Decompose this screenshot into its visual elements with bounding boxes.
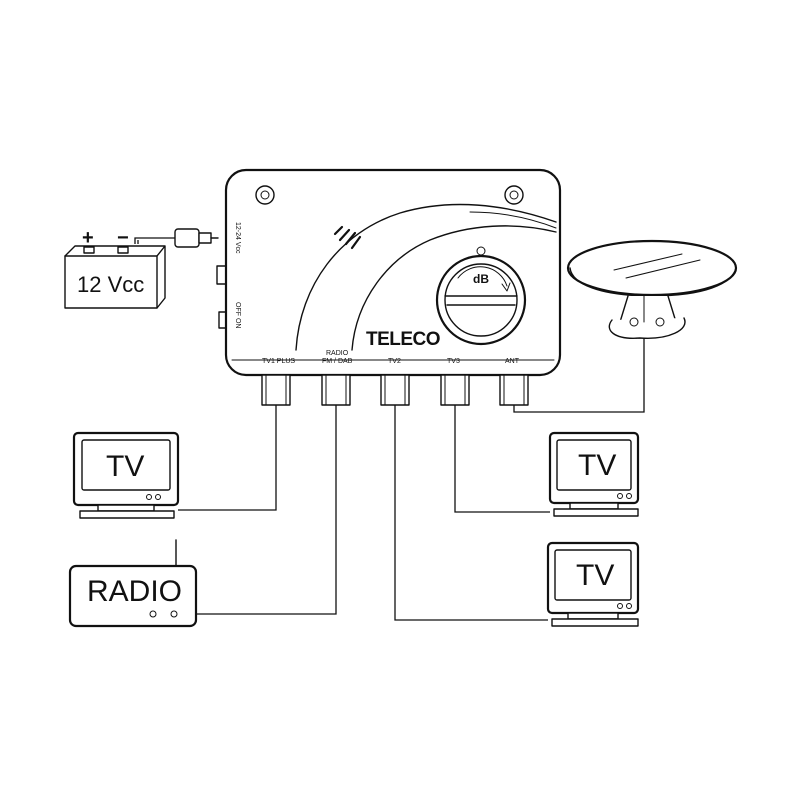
antenna-mount	[619, 295, 677, 323]
power-plug-icon	[174, 228, 219, 248]
screw-icon	[255, 185, 275, 205]
amplifier-unit: dB TELECO 12-24 Vcc OFF ON TV1 PLUS RADI…	[216, 168, 562, 406]
port-ant[interactable]	[499, 374, 529, 406]
tv-screen	[81, 439, 171, 491]
switch-label: OFF ON	[234, 302, 241, 328]
wire-tv3	[454, 405, 550, 513]
wire-radio	[196, 405, 337, 615]
tv-right-bottom-label: TV	[576, 559, 614, 592]
power-jack[interactable]	[216, 265, 227, 285]
port-tv2[interactable]	[380, 374, 410, 406]
radio-knob-icon	[149, 610, 157, 618]
wire-tv2	[394, 405, 548, 621]
radio-knob-icon	[170, 610, 178, 618]
wire-tv1	[178, 405, 277, 511]
gain-knob[interactable]: dB	[435, 254, 527, 346]
battery-terminal-minus	[117, 246, 129, 254]
gain-arrow-icon	[501, 282, 511, 292]
port-label-radio-2: FM / DAB	[322, 358, 353, 365]
tv-base	[553, 508, 639, 517]
battery-minus-sign: −	[117, 227, 129, 249]
power-input-label: 12-24 Vcc	[234, 222, 241, 254]
vent-slots	[333, 225, 362, 250]
wire-antenna	[513, 338, 645, 413]
front-swoosh-accent	[469, 211, 557, 229]
antenna-dish-highlight	[613, 253, 701, 279]
tv-stand	[569, 502, 619, 510]
battery-terminal-plus	[83, 246, 95, 254]
battery-body	[64, 255, 158, 309]
wires	[134, 237, 645, 621]
tv-base	[79, 510, 175, 519]
battery-top	[64, 245, 166, 309]
tv-right-top-label: TV	[578, 449, 616, 482]
screw-icon	[504, 185, 524, 205]
gain-arc-icon	[457, 266, 508, 287]
port-label-tv2: TV2	[388, 358, 401, 365]
wire-power	[134, 237, 175, 244]
port-radio[interactable]	[321, 374, 351, 406]
brand-logo: TELECO	[366, 329, 440, 350]
port-tv1[interactable]	[261, 374, 291, 406]
port-tv3[interactable]	[440, 374, 470, 406]
battery-label: 12 Vcc	[77, 272, 144, 297]
tv-knob-icon	[626, 603, 632, 609]
tv-knob-icon	[626, 493, 632, 499]
tv-screen	[554, 549, 632, 601]
tv-right-bottom: TV	[546, 541, 640, 627]
port-label-ant: ANT	[505, 358, 520, 365]
port-label-tv1: TV1 PLUS	[262, 358, 295, 365]
radio: RADIO	[68, 539, 198, 628]
antenna-base	[608, 317, 686, 339]
tv-left: TV	[72, 431, 180, 519]
port-label-tv3: TV3	[447, 358, 460, 365]
tv-knob-icon	[155, 494, 161, 500]
tv-knob-icon	[146, 494, 152, 500]
antenna-dish	[566, 239, 738, 297]
battery-plus-sign: +	[82, 227, 94, 249]
antenna-bolt-icon	[629, 317, 639, 327]
tv-right-top: TV	[548, 431, 640, 517]
power-switch[interactable]	[218, 311, 227, 329]
antenna-bolt-icon	[655, 317, 665, 327]
tv-left-label: TV	[106, 450, 144, 483]
tv-base	[551, 618, 639, 627]
tv-stand	[97, 504, 155, 512]
port-label-radio-1: RADIO	[326, 350, 349, 357]
front-swoosh-outer	[295, 203, 557, 351]
tv-screen	[556, 439, 632, 491]
antenna	[566, 239, 738, 339]
radio-housing	[68, 564, 198, 628]
tv-knob-icon	[617, 603, 623, 609]
gain-label: dB	[473, 272, 489, 286]
front-swoosh-inner	[351, 225, 557, 351]
tv-knob-icon	[617, 493, 623, 499]
radio-label: RADIO	[87, 575, 182, 608]
tv-stand	[567, 612, 619, 620]
battery: + − 12 Vcc	[64, 227, 166, 309]
